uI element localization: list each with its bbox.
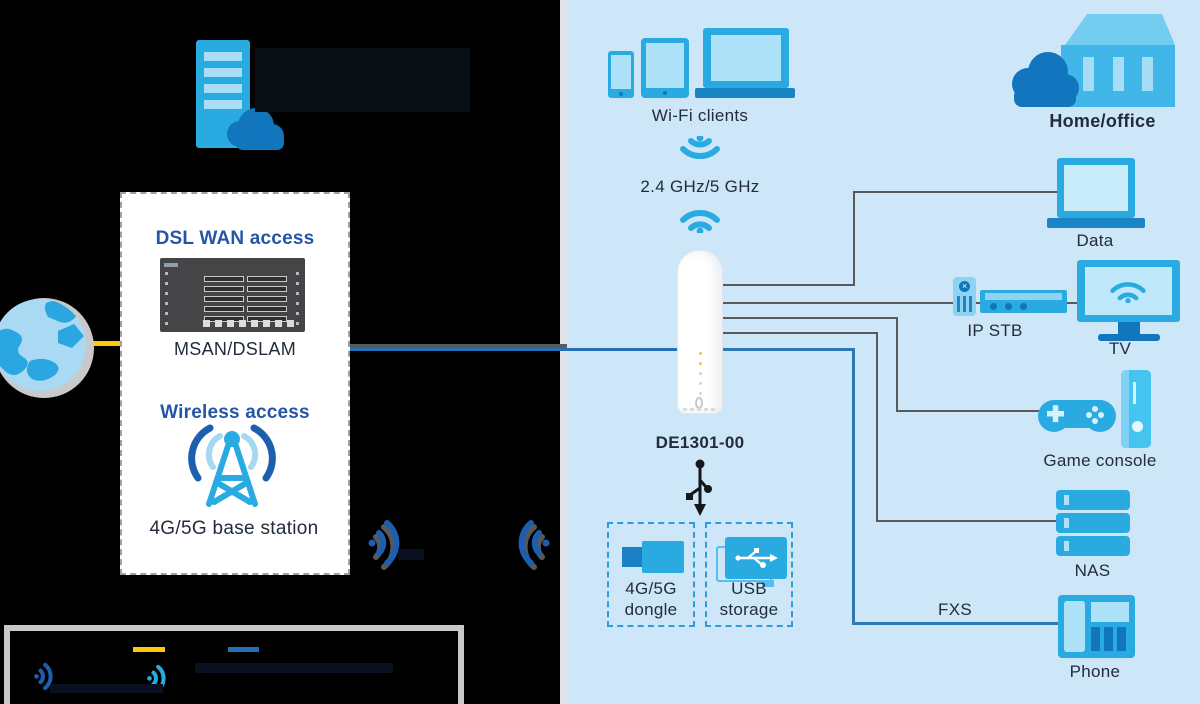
stb-box-icon — [980, 290, 1067, 313]
phone-icon — [1058, 595, 1135, 658]
game-link-line — [896, 410, 1040, 412]
usb-symbol-icon — [686, 459, 712, 516]
fxs-link-line — [852, 348, 855, 625]
msan-label: MSAN/DSLAM — [173, 339, 297, 359]
band-label: 2.4 GHz/5 GHz — [640, 177, 760, 196]
nas-link-line — [876, 520, 1056, 522]
wifi-signal-down-icon — [680, 136, 720, 160]
wan-access-box — [120, 192, 350, 575]
msan-rack-icon — [160, 258, 305, 332]
obscured-text-block — [195, 663, 393, 673]
stb-tv-link-line — [722, 302, 1077, 304]
dongle-label: 4G/5G dongle — [608, 578, 694, 620]
usb-storage-icon-tab — [762, 580, 774, 587]
wifi-signal-up-icon — [680, 209, 720, 233]
phone-label: Phone — [1069, 662, 1121, 681]
usb-storage-option-box — [705, 522, 793, 627]
home-office-icon — [1012, 14, 1175, 107]
dongle-icon — [622, 547, 642, 567]
legend-yellow-swatch — [133, 647, 165, 652]
router-vents — [683, 408, 717, 411]
tv-icon — [1077, 260, 1180, 322]
nas-link-line — [876, 332, 878, 522]
router-icon — [677, 250, 723, 414]
base-station-label: 4G/5G base station — [149, 518, 319, 539]
lan-panel-background — [567, 0, 1200, 704]
dongle-icon-body — [642, 541, 684, 573]
tv-stand-base — [1098, 334, 1160, 341]
dongle-option-box — [607, 522, 695, 627]
dongle-label-line2: dongle — [624, 600, 678, 619]
wan-blue-line — [347, 348, 678, 351]
signal-right-icon — [368, 520, 400, 570]
game-console-label: Game console — [1043, 451, 1157, 470]
data-label: Data — [1076, 231, 1114, 250]
remote-control-icon: × — [953, 277, 976, 316]
obscured-text-block — [398, 549, 424, 560]
nas-label: NAS — [1074, 561, 1111, 580]
fxs-link-line — [852, 622, 1058, 625]
legend-box — [4, 625, 464, 704]
rack-brand-mark — [164, 263, 178, 267]
rack-screws — [165, 272, 168, 328]
rack-port-row — [203, 320, 295, 327]
home-office-label: Home/office — [1049, 111, 1156, 131]
dsl-wan-heading: DSL WAN access — [155, 228, 315, 249]
dongle-label-line1: 4G/5G — [625, 579, 677, 598]
obscured-text-block — [255, 48, 470, 112]
laptop-icon — [703, 28, 789, 88]
data-laptop-base — [1047, 218, 1145, 228]
fxs-label: FXS — [938, 600, 972, 619]
data-link-line — [853, 192, 855, 286]
antenna-icon — [188, 424, 276, 507]
panel-edge-strip — [560, 0, 567, 704]
game-link-line — [722, 317, 898, 319]
server-cloud-icon — [196, 40, 284, 150]
router-model-label: DE1301-00 — [655, 433, 745, 452]
game-link-line — [896, 317, 898, 412]
legend-blue-swatch — [228, 647, 259, 652]
tablet-icon — [641, 38, 689, 98]
data-link-line — [722, 284, 855, 286]
globe-icon — [0, 298, 94, 398]
fxs-link-line — [722, 348, 855, 351]
usb-storage-label-line2: storage — [719, 600, 779, 619]
tv-label: TV — [1108, 339, 1132, 358]
data-laptop-icon — [1057, 158, 1135, 218]
signal-left-icon — [518, 520, 550, 570]
wifi-clients-label: Wi-Fi clients — [651, 106, 749, 125]
nas-icon — [1056, 490, 1130, 556]
game-console-icon — [1038, 400, 1116, 432]
rack-slots — [202, 274, 294, 324]
nas-link-line — [722, 332, 878, 334]
console-tower-icon — [1121, 370, 1151, 448]
tv-stand-neck — [1118, 322, 1140, 334]
rack-screws — [296, 272, 299, 328]
data-link-line — [853, 191, 1057, 193]
smartphone-icon — [608, 51, 634, 98]
ip-stb-label: IP STB — [967, 321, 1023, 340]
dsl-gray-line — [347, 344, 567, 348]
legend-4g5g-signal-icon — [34, 662, 53, 691]
usb-storage-icon — [725, 537, 787, 579]
laptop-base — [695, 88, 795, 98]
usb-storage-label-line1: USB — [731, 579, 767, 598]
wireless-access-heading: Wireless access — [160, 402, 310, 423]
internet-yellow-line — [88, 341, 120, 346]
obscured-text-block — [50, 684, 163, 693]
usb-storage-label: USB storage — [706, 578, 792, 620]
